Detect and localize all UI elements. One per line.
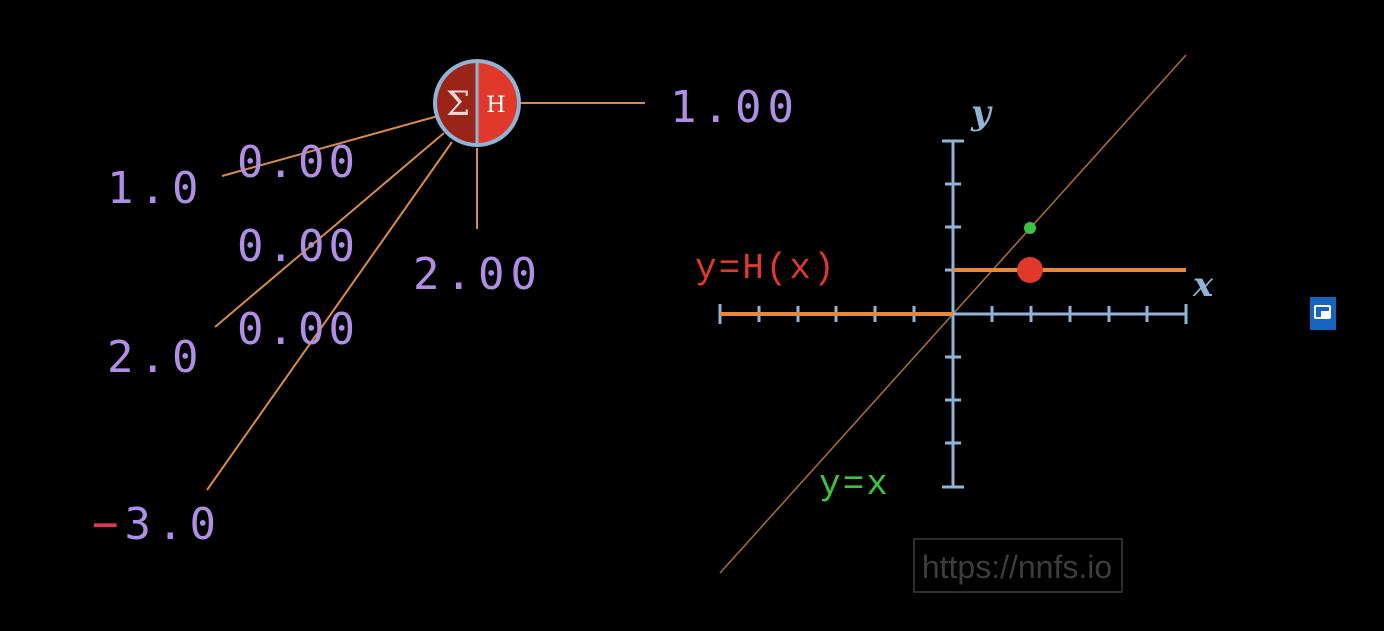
input-value-1: 1.0 [107, 163, 204, 214]
sum-symbol: Σ [446, 84, 470, 124]
watermark-text: https://nnfs.io [922, 549, 1112, 585]
x-axis-label: x [1192, 265, 1214, 305]
watermark: https://nnfs.io [913, 538, 1123, 593]
input-3-magnitude: 3.0 [125, 499, 222, 550]
identity-function-label: y=x [819, 464, 890, 505]
output-value: 1.00 [670, 82, 800, 133]
input-point [1024, 222, 1036, 234]
activation-symbol: H [486, 93, 505, 118]
picture-in-picture-icon [1314, 305, 1331, 319]
weight-value-1: 0.00 [237, 137, 359, 188]
input-value-2: 2.0 [107, 332, 204, 383]
input-wire-1 [221, 115, 439, 177]
input-wire-2 [214, 132, 445, 328]
step-function-label: y=H(x) [695, 248, 837, 289]
y-axis-label: y [970, 93, 993, 133]
picture-in-picture-button[interactable] [1310, 297, 1336, 330]
y-axis-ticks [945, 182, 961, 445]
activation-plot: y x y=H(x) y=x [695, 54, 1214, 574]
neuron: Σ H [433, 59, 521, 147]
input-value-3: −3.0 [92, 499, 222, 550]
weight-value-2: 0.00 [237, 221, 359, 272]
bias-value: 2.00 [413, 249, 543, 300]
input-3-sign: − [92, 499, 125, 550]
weight-value-3: 0.00 [237, 304, 359, 355]
input-wire-3 [206, 141, 453, 491]
output-point [1017, 257, 1043, 283]
